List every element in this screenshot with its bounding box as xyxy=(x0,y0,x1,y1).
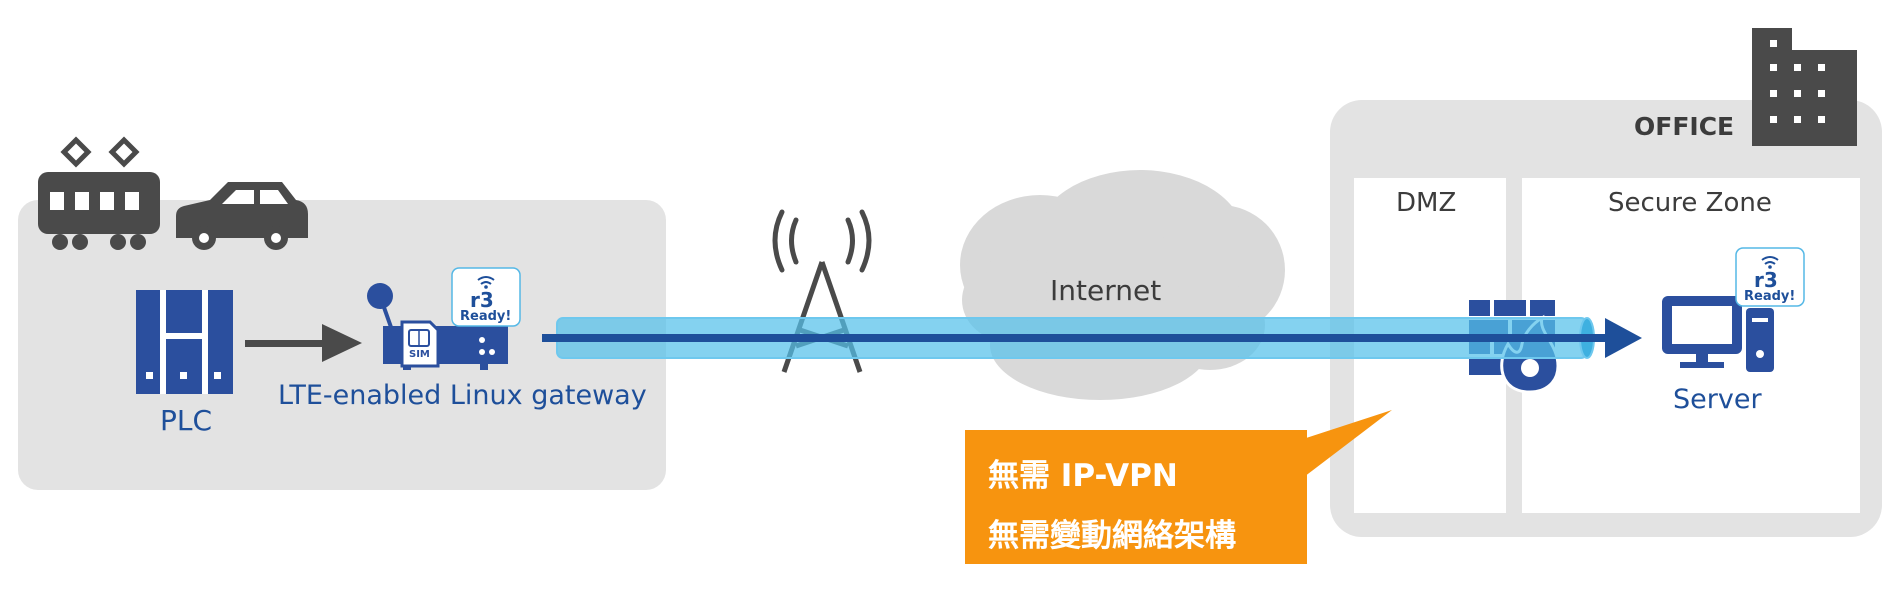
gateway-label: LTE-enabled Linux gateway xyxy=(278,380,647,411)
office-label: OFFICE xyxy=(1634,112,1735,141)
gateway-badge-logo: r3 xyxy=(470,288,494,312)
callout-line-1: 無需 IP-VPN xyxy=(988,458,1178,494)
sim-label: SIM xyxy=(409,349,430,360)
server-label: Server xyxy=(1673,384,1762,415)
gateway-badge-text: Ready! xyxy=(460,309,512,324)
callout-box xyxy=(965,410,1392,564)
building-icon xyxy=(1752,28,1857,146)
cloud-icon xyxy=(960,170,1285,400)
server-badge-logo: r3 xyxy=(1754,268,1778,292)
secure-zone-label: Secure Zone xyxy=(1608,188,1772,218)
train-icon xyxy=(38,136,160,250)
sim-card-icon xyxy=(400,320,440,368)
wifi-icon xyxy=(1761,256,1779,265)
gateway-ready-badge xyxy=(451,267,521,327)
plc-to-gateway-arrow xyxy=(245,324,362,362)
plc-icon xyxy=(136,290,233,394)
plc-label: PLC xyxy=(160,404,213,437)
server-badge-text: Ready! xyxy=(1744,289,1796,304)
server-computer-icon xyxy=(1662,296,1774,372)
car-icon xyxy=(176,182,308,250)
dmz-label: DMZ xyxy=(1396,188,1457,218)
wifi-icon xyxy=(477,276,495,285)
internet-label: Internet xyxy=(1050,274,1162,307)
callout-line-2: 無需變動網絡架構 xyxy=(988,518,1236,554)
server-ready-badge xyxy=(1735,247,1805,307)
vpn-tunnel xyxy=(542,317,1642,359)
